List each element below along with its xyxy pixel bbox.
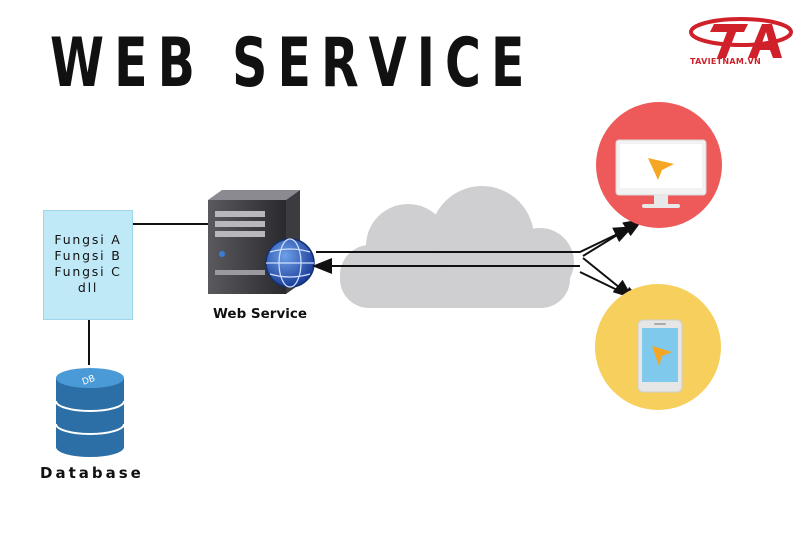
database-label: Database (40, 464, 144, 482)
function-line: Fungsi C (54, 264, 122, 279)
tavietnam-logo (689, 17, 793, 58)
database-icon (55, 368, 125, 457)
page-title: WEB SERVICE (50, 24, 535, 103)
connection-arrows (312, 218, 644, 303)
cloud-icon (340, 186, 574, 308)
logo-text: TAVIETNAM.VN (690, 57, 761, 66)
function-line: Fungsi B (54, 248, 122, 263)
desktop-client-icon (596, 102, 722, 228)
web-service-label: Web Service (213, 306, 308, 322)
function-line: Fungsi A (54, 232, 122, 247)
function-line: dll (77, 280, 99, 295)
function-box: Fungsi A Fungsi B Fungsi C dll (43, 210, 133, 320)
database-icon-text: DB (81, 374, 97, 388)
globe-icon (265, 238, 315, 288)
mobile-client-icon (595, 284, 721, 410)
